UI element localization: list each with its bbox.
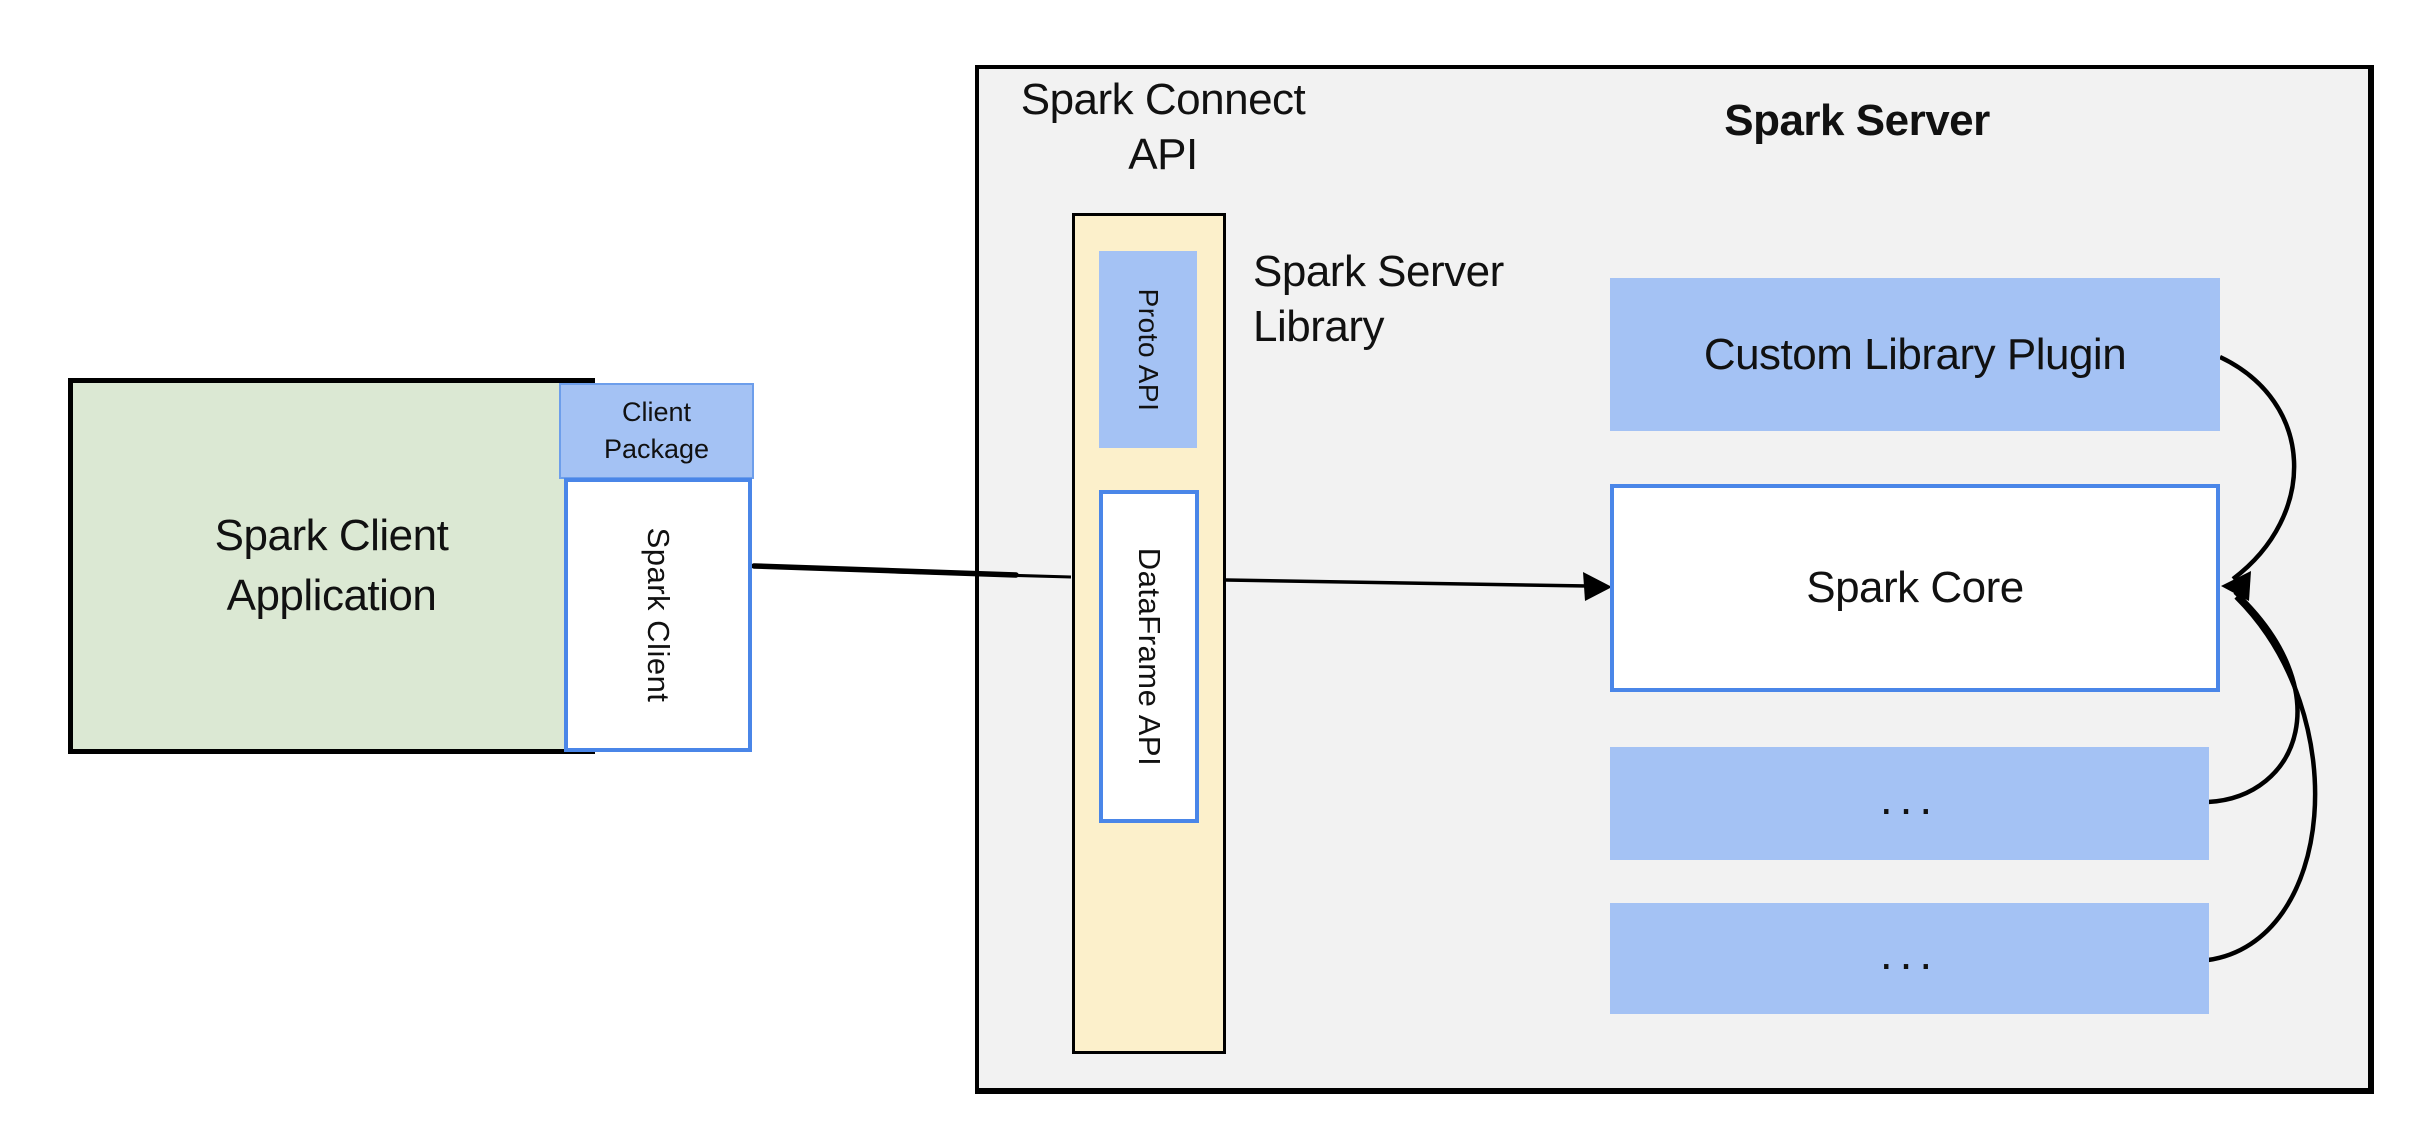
spark-client-application-label-line2: Application [226, 571, 437, 620]
client-package-label-line2: Package [603, 434, 710, 464]
dataframe-api-box: DataFrame API [1099, 490, 1199, 823]
proto-api-box: Proto API [1099, 251, 1197, 448]
spark-server-title: Spark Server [1724, 96, 1990, 145]
spark-client-application-label-line1: Spark Client [214, 511, 449, 560]
spark-connect-api-heading-line2: API [1128, 130, 1198, 179]
spark-server-library-label-line1: Spark Server [1253, 247, 1504, 296]
spark-client-application-label: Spark Client Application [215, 506, 449, 626]
proto-api-label: Proto API [1133, 288, 1164, 411]
spark-server-library-label-line2: Library [1253, 302, 1384, 351]
spark-client-application-box: Spark Client Application [68, 378, 595, 754]
custom-library-plugin-box: Custom Library Plugin [1610, 278, 2220, 431]
client-package-box: Client Package [559, 383, 754, 479]
spark-core-box: Spark Core [1610, 484, 2220, 692]
spark-server-library-label: Spark Server Library [1253, 244, 1504, 354]
spark-client-box: Spark Client [564, 478, 752, 752]
module-placeholder-box-2: ... [1610, 903, 2209, 1014]
dataframe-api-label: DataFrame API [1132, 547, 1167, 766]
custom-library-plugin-label: Custom Library Plugin [1703, 329, 2127, 379]
client-package-label: Client Package [604, 394, 709, 468]
spark-client-label: Spark Client [641, 527, 676, 703]
client-package-label-line1: Client [621, 397, 691, 427]
module-placeholder-label-2: ... [1879, 926, 1940, 979]
spark-connect-api-heading-line1: Spark Connect [1020, 75, 1306, 124]
spark-connect-api-heading: Spark Connect API [993, 72, 1333, 182]
spark-core-label: Spark Core [1806, 563, 2024, 612]
module-placeholder-label-1: ... [1879, 771, 1940, 824]
module-placeholder-box-1: ... [1610, 747, 2209, 860]
